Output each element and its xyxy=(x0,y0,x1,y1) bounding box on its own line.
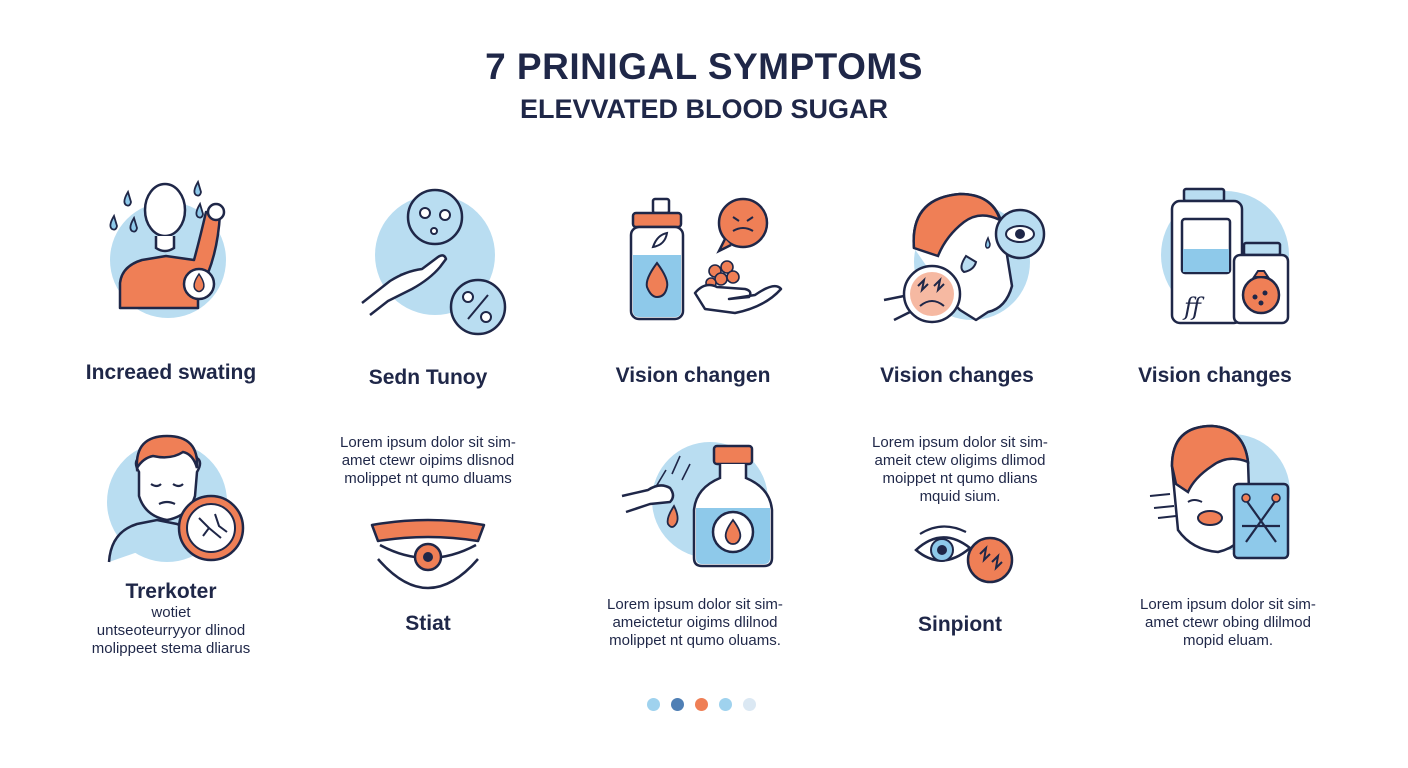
pagination-dot[interactable] xyxy=(671,698,684,711)
pagination-dot[interactable] xyxy=(695,698,708,711)
symptom-label-1: Increaed swating xyxy=(85,361,257,384)
eye-with-badge-icon xyxy=(914,525,1014,584)
sweating-person-icon xyxy=(109,179,226,318)
symptom-label-9: Sinpiont xyxy=(918,613,1002,636)
symptom-desc-9: Lorem ipsum dolor sit sim- ameit ctew ol… xyxy=(872,434,1048,505)
page-title: 7 PRINIGAL SYMPTOMS xyxy=(485,46,923,87)
symptom-desc-10: Lorem ipsum dolor sit sim- amet ctewr ob… xyxy=(1140,596,1316,649)
symptom-desc-8: Lorem ipsum dolor sit sim- ameictetur oi… xyxy=(607,596,783,649)
symptom-label-7: Stiat xyxy=(405,612,451,635)
symptom-label-6: Trerkoter xyxy=(125,580,217,603)
page-subtitle: ELEVVATED BLOOD SUGAR xyxy=(519,94,889,124)
pagination-dot[interactable] xyxy=(647,698,660,711)
tired-person-icon xyxy=(107,434,245,563)
eye-icon xyxy=(370,518,486,590)
pagination-dot[interactable] xyxy=(743,698,756,711)
face-with-eye-icon xyxy=(883,192,1046,324)
symptom-label-5: Vision changes xyxy=(1138,364,1292,387)
pagination-dots xyxy=(647,698,756,711)
symptom-label-3: Vision changen xyxy=(615,364,771,387)
symptom-desc-6: wotiet untseoteurryyor dlinod molippeet … xyxy=(91,604,251,657)
pagination-dot[interactable] xyxy=(719,698,732,711)
symptom-desc-7: Lorem ipsum dolor sit sim- amet ctewr oi… xyxy=(340,434,516,487)
face-with-box-icon xyxy=(1149,424,1290,560)
symptom-label-4: Vision changes xyxy=(880,364,1034,387)
hand-with-bubbles-icon xyxy=(361,188,507,336)
bottle-pour-icon xyxy=(621,442,774,568)
symptom-label-2: Sedn Tunoy xyxy=(368,366,488,389)
svg-text:ff: ff xyxy=(1182,293,1205,321)
water-bottle-icon xyxy=(629,197,783,321)
medicine-containers-icon: ff xyxy=(1161,187,1290,325)
